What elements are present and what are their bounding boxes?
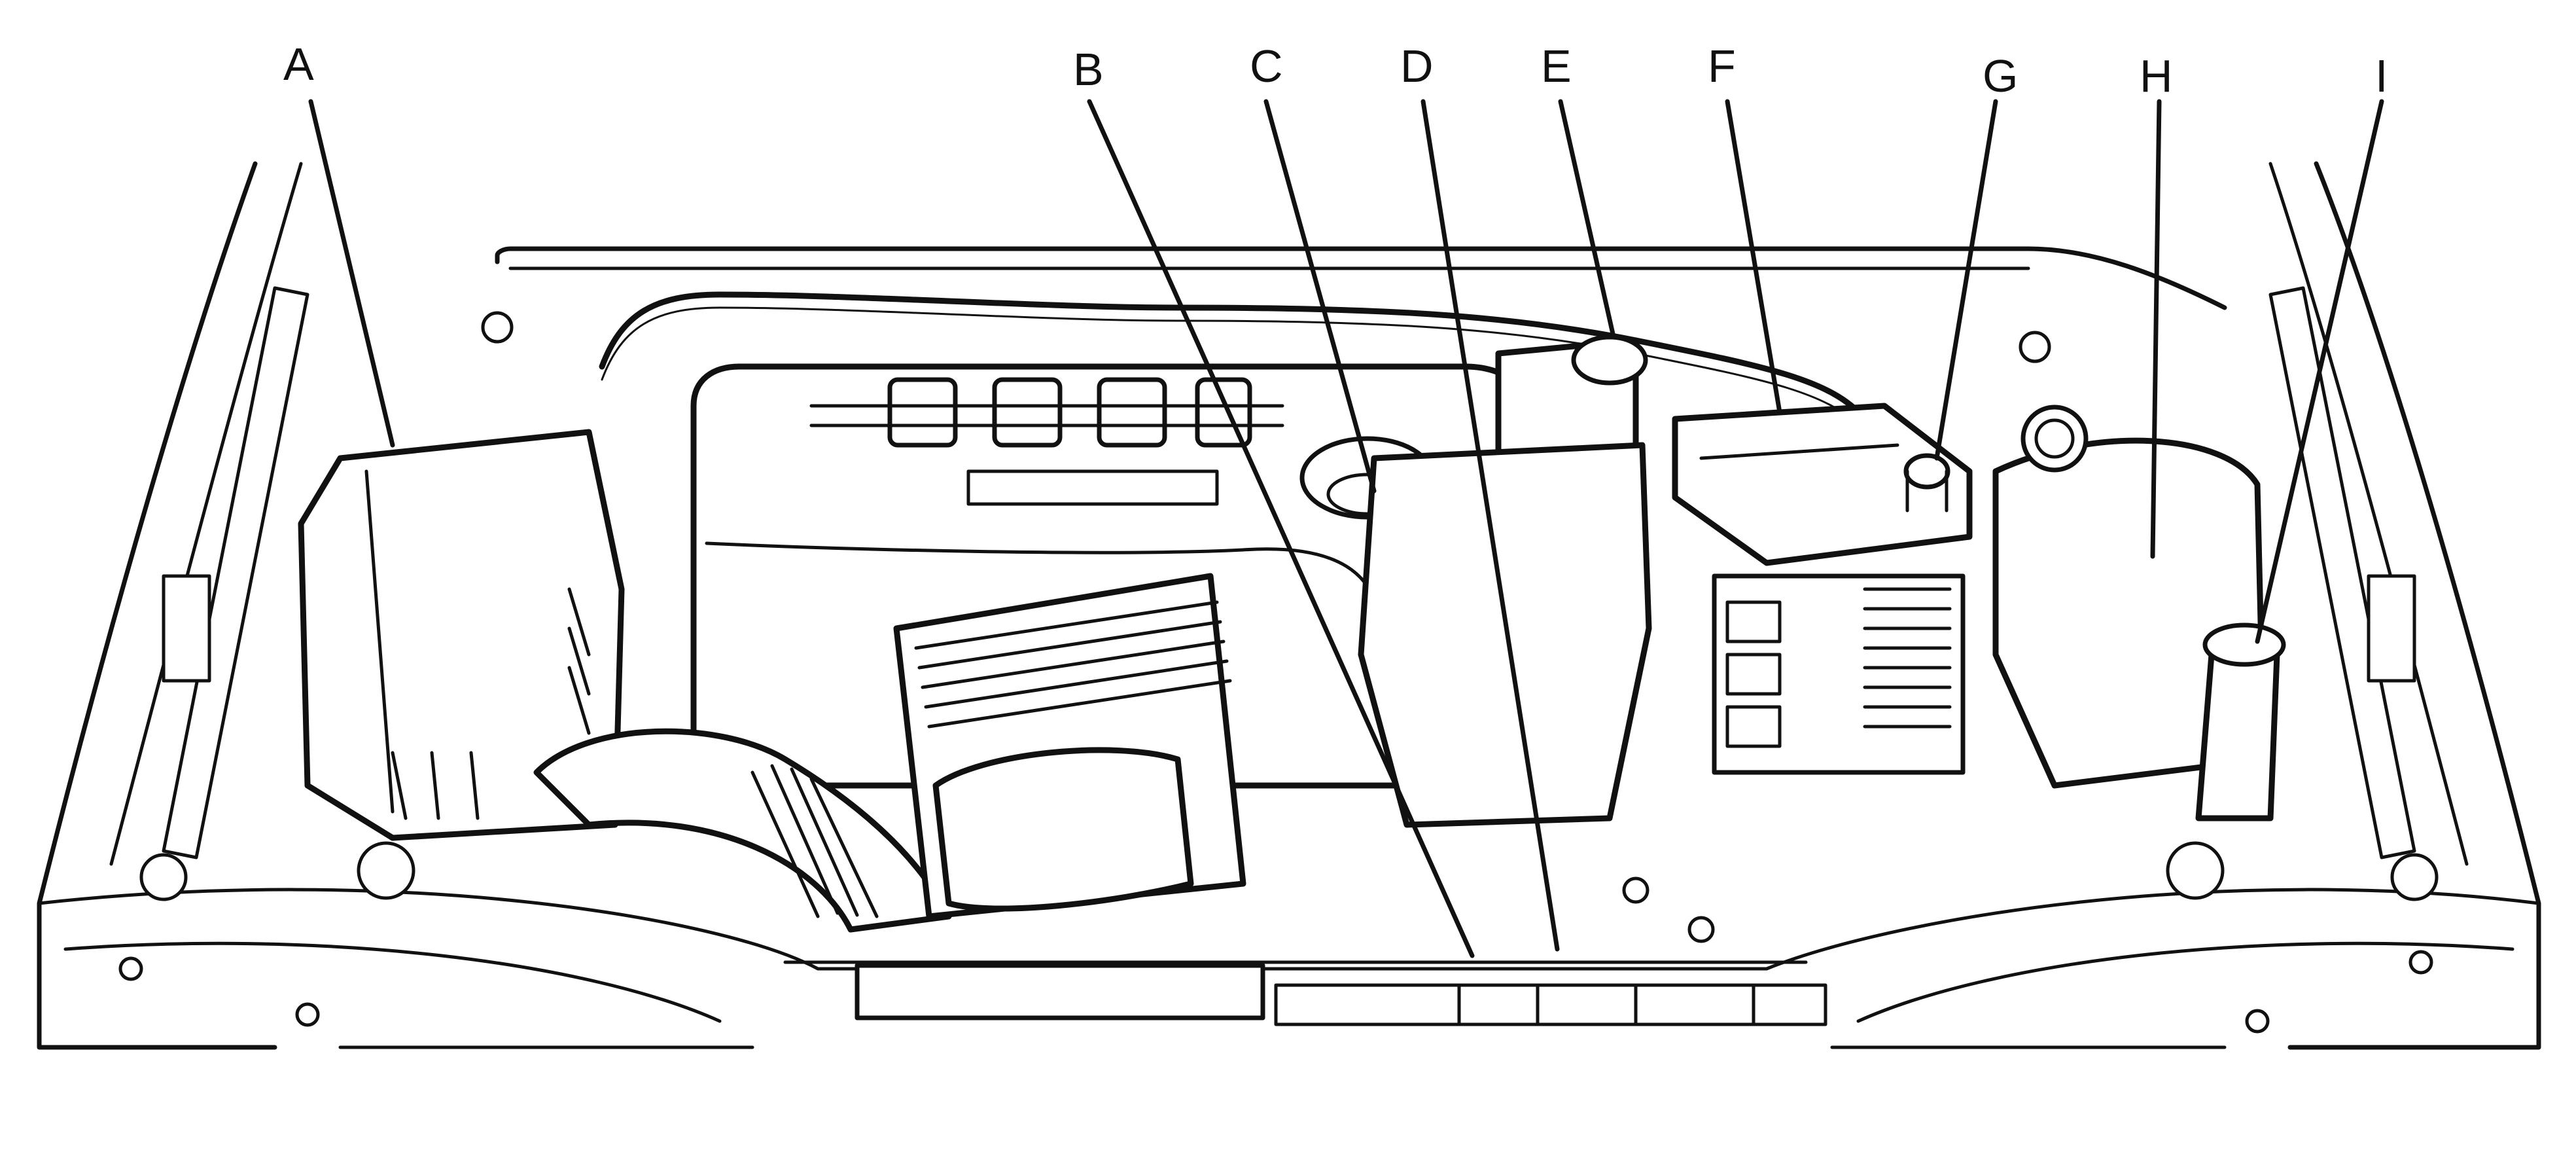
air-cleaner-box [298,429,625,841]
leader-c [1263,99,1377,494]
callout-leaders [308,99,2384,958]
leader-e [1558,99,1615,336]
callout-h: H [2140,50,2173,101]
cowl-panels [855,963,1827,1026]
callout-labels: A B C D E F G H I [283,39,2388,101]
callout-i: I [2375,50,2388,101]
wiring-harness [599,291,1868,433]
callout-g: G [1983,50,2018,101]
leader-g [1934,99,1998,461]
leader-a [308,99,395,448]
coolant-reservoir [1358,334,1652,828]
underhood-fuse-block [1672,403,1973,775]
leader-f [1725,99,1782,415]
fasteners [118,311,2433,1034]
callout-f: F [1708,41,1736,92]
callout-b: B [1073,44,1104,95]
callout-c: C [1250,41,1283,92]
battery [1992,405,2267,789]
callout-e: E [1541,41,1572,92]
leader-h [2150,99,2162,559]
callout-a: A [283,39,314,90]
callout-d: D [1400,41,1434,92]
washer-fluid-reservoir [2195,623,2286,821]
leader-i [2255,99,2384,644]
leader-d [1420,99,1560,952]
brake-fluid-reservoir [1903,453,1950,513]
cowl-tube [495,246,2227,310]
intake-duct [533,573,1246,933]
leader-b [1087,99,1475,958]
hood-struts [139,286,2439,901]
